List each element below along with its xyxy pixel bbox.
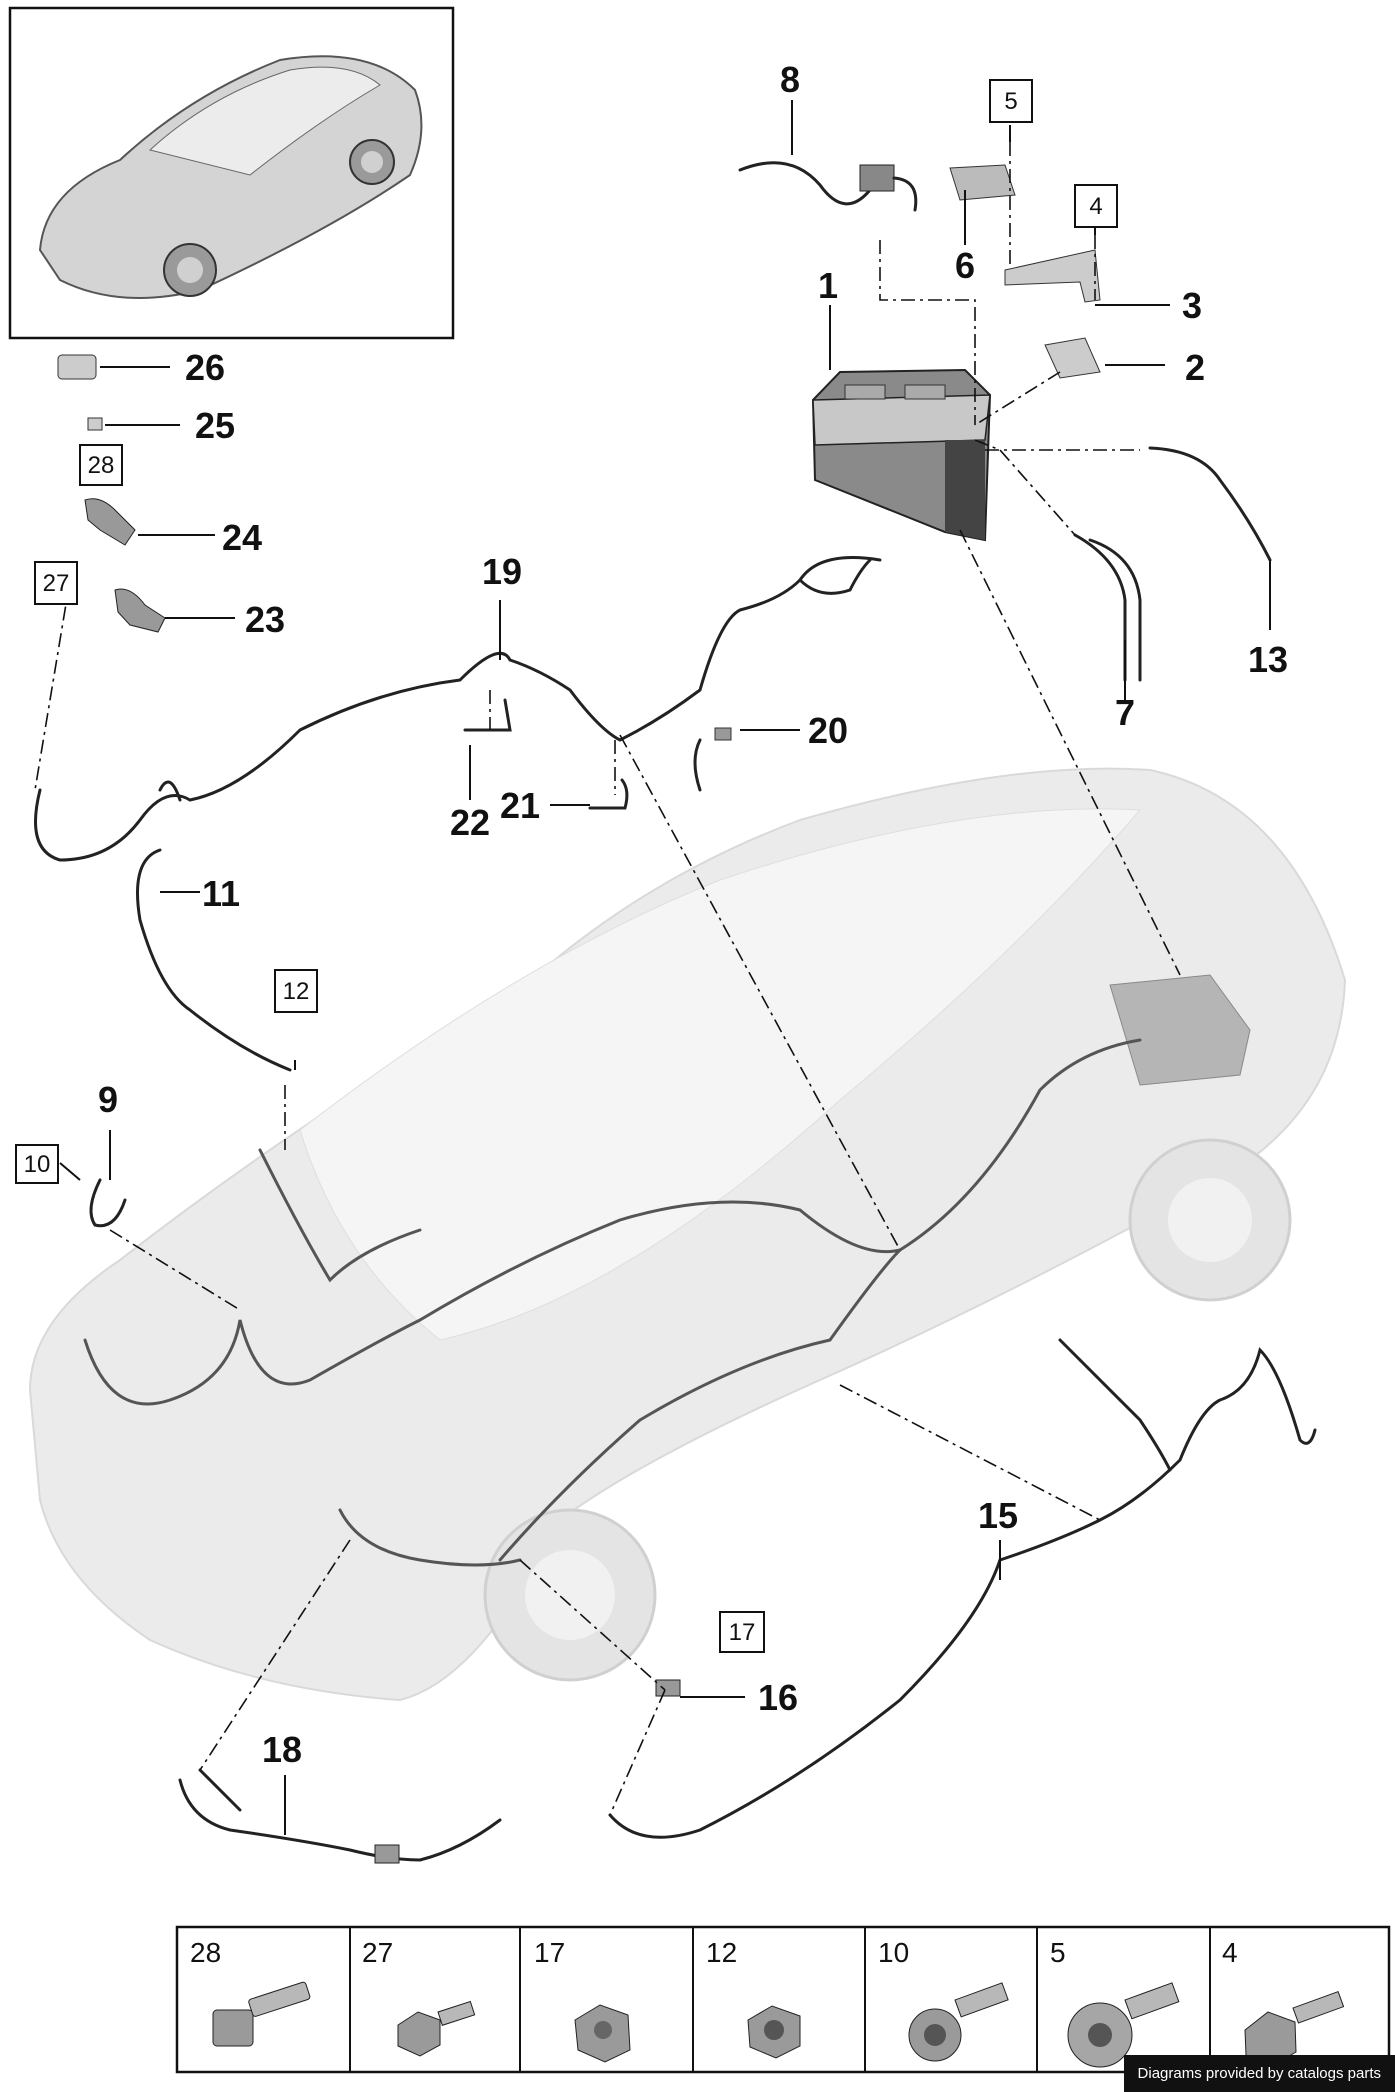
thumbnail-car-image: [38, 55, 423, 299]
hex-nut-icon: [747, 2005, 801, 2059]
clamp-part-2: [1044, 337, 1101, 379]
connector-part-16: [655, 1679, 681, 1697]
bracket-part-21: [588, 778, 629, 810]
callout-15: 15: [978, 1495, 1018, 1536]
boxed-callout-27: 27: [34, 561, 78, 605]
harness-part-18: [178, 1768, 502, 1864]
sensor-part-24: [84, 498, 136, 546]
boxed-callout-5: 5: [989, 79, 1033, 123]
leader-lines: [59, 100, 1271, 1835]
torx-bolt-icon: [908, 1982, 1009, 2062]
thumbnail-inset: [8, 6, 455, 340]
harness-part-19: [34, 556, 882, 862]
boxed-callouts: 4 5 10 12 17 27 28: [15, 79, 1118, 1653]
svg-text:10: 10: [24, 1151, 51, 1178]
bracket-part-6: [949, 164, 1016, 201]
legend-cell-12: 12: [706, 1937, 801, 2059]
battery-cable-part-8: [738, 161, 918, 212]
callout-labels: 1 2 3 6 7 8 9 11 13 15 16 18 19 20 21 22…: [98, 59, 1288, 1770]
flange-nut-icon: [574, 2004, 631, 2063]
callout-8: 8: [780, 59, 800, 100]
boxed-callout-10: 10: [15, 1144, 59, 1184]
callout-2: 2: [1185, 347, 1205, 388]
cable-part-9: [89, 1178, 127, 1228]
legend-cell-5: 5: [1050, 1937, 1180, 2068]
hex-bolt-icon: [397, 2000, 476, 2057]
svg-text:5: 5: [1050, 1937, 1066, 1968]
legend-cell-28: 28: [190, 1937, 311, 2047]
svg-text:4: 4: [1089, 193, 1102, 220]
cable-part-7: [1073, 533, 1142, 682]
legend-cell-17: 17: [534, 1937, 631, 2063]
callout-24: 24: [222, 517, 262, 558]
legend-cell-4: 4: [1222, 1937, 1345, 2067]
svg-text:27: 27: [362, 1937, 393, 1968]
boxed-callout-12: 12: [274, 969, 318, 1013]
harness-part-11: [136, 848, 292, 1072]
boxed-callout-4: 4: [1074, 184, 1118, 228]
svg-text:5: 5: [1004, 88, 1017, 115]
battery-part-1: [811, 368, 992, 542]
callout-20: 20: [808, 710, 848, 751]
legend-cell-10: 10: [878, 1937, 1009, 2062]
callout-16: 16: [758, 1677, 798, 1718]
callout-18: 18: [262, 1729, 302, 1770]
car-body-ghost: [28, 767, 1347, 1702]
callout-19: 19: [482, 551, 522, 592]
installed-battery-ghost: [1109, 974, 1251, 1086]
callout-3: 3: [1182, 285, 1202, 326]
large-torx-bolt-icon: [1067, 1982, 1180, 2068]
boxed-callout-17: 17: [719, 1611, 765, 1653]
cable-part-13: [1148, 446, 1272, 562]
callout-6: 6: [955, 245, 975, 286]
bracket-part-20: [693, 727, 732, 792]
svg-text:4: 4: [1222, 1937, 1238, 1968]
svg-text:27: 27: [43, 570, 70, 597]
callout-11: 11: [202, 873, 240, 914]
callout-23: 23: [245, 599, 285, 640]
clip-part-25: [87, 417, 103, 431]
hex-head-bolt-icon: [1244, 1990, 1345, 2067]
assembly-lines: [34, 142, 1181, 1816]
callout-13: 13: [1248, 639, 1288, 680]
legend-cell-27: 27: [362, 1937, 476, 2057]
credit-banner: Diagrams provided by catalogs parts: [1123, 2055, 1395, 2092]
sensor-part-23: [114, 588, 166, 633]
callout-26: 26: [185, 347, 225, 388]
harness-part-15: [608, 1338, 1317, 1839]
bracket-part-22: [463, 698, 512, 732]
callout-1: 1: [818, 265, 838, 306]
svg-text:12: 12: [283, 978, 310, 1005]
callout-9: 9: [98, 1079, 118, 1120]
svg-text:17: 17: [729, 1619, 756, 1646]
threaded-spacer-icon: [212, 1981, 311, 2047]
svg-text:28: 28: [88, 452, 115, 479]
svg-text:10: 10: [878, 1937, 909, 1968]
harness-installed-front: [83, 1038, 1142, 1567]
callout-22: 22: [450, 802, 490, 843]
sensor-part-26: [57, 354, 97, 380]
callout-7: 7: [1115, 692, 1135, 733]
fastener-legend: 28 27 17 12: [175, 1925, 1391, 2074]
boxed-callout-28: 28: [79, 444, 123, 486]
callout-25: 25: [195, 405, 235, 446]
svg-text:28: 28: [190, 1937, 221, 1968]
holder-part-3: [1004, 249, 1101, 303]
svg-text:17: 17: [534, 1937, 565, 1968]
svg-text:12: 12: [706, 1937, 737, 1968]
callout-21: 21: [500, 785, 540, 826]
